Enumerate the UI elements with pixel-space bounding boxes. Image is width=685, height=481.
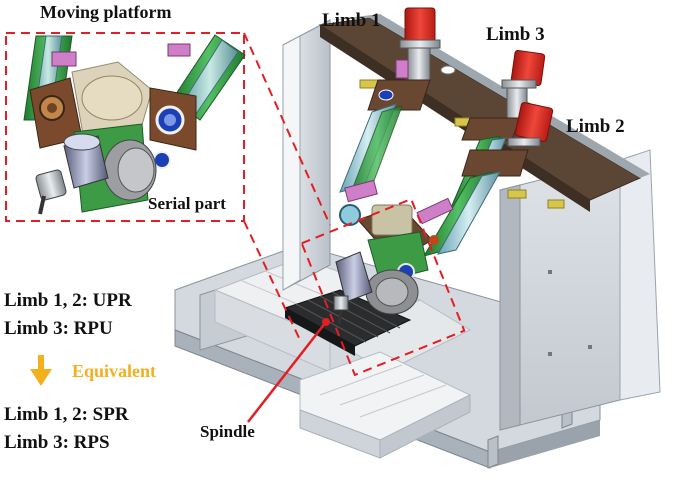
- limb-1-label: Limb 1: [322, 10, 381, 31]
- moving-platform-label: Moving platform: [40, 2, 172, 22]
- equivalent-arrow-icon: [30, 355, 52, 386]
- serial-part: [333, 251, 419, 325]
- spindle-pointer: [247, 318, 330, 423]
- left-frame: [282, 19, 331, 291]
- eq-after-2: Limb 3: RPS: [4, 432, 110, 453]
- eq-before-1: Limb 1, 2: UPR: [4, 290, 132, 311]
- limb-1: [339, 7, 441, 203]
- spindle-label: Spindle: [200, 422, 255, 441]
- moving-platform: [339, 204, 439, 283]
- equivalent-label: Equivalent: [72, 361, 157, 381]
- serial-part-label: Serial part: [148, 194, 226, 213]
- eq-before-2: Limb 3: RPU: [4, 318, 113, 339]
- limb-2-label: Limb 2: [566, 116, 625, 137]
- right-frame: [499, 149, 661, 431]
- machine-base: [174, 244, 601, 469]
- limb-2: [416, 102, 554, 257]
- inset-platform: [23, 34, 246, 215]
- eq-after-1: Limb 1, 2: SPR: [4, 404, 129, 425]
- limb-3-label: Limb 3: [486, 24, 545, 45]
